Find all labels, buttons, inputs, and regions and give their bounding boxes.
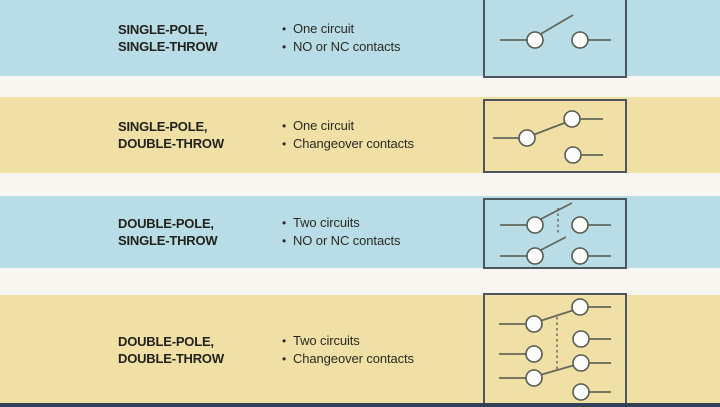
- bullet-icon: •: [282, 119, 287, 133]
- bullet-icon: •: [282, 137, 287, 151]
- bullet-text: Two circuits: [293, 215, 360, 230]
- row-bullets: • Two circuits • Changeover contacts: [282, 332, 414, 368]
- row-bullets: • One circuit • Changeover contacts: [282, 117, 414, 153]
- dpdt-switch-symbol-icon: [499, 298, 611, 401]
- row-title-line2: DOUBLE-THROW: [118, 136, 224, 151]
- row-title-line1: DOUBLE-POLE,: [118, 333, 214, 349]
- bullet-text: NO or NC contacts: [293, 233, 401, 248]
- bullet-icon: •: [282, 40, 287, 54]
- row-title: SINGLE-POLE, SINGLE-THROW: [118, 21, 282, 55]
- bullet-item: • Two circuits: [282, 332, 414, 350]
- bottom-border-bar: [0, 403, 720, 407]
- bullet-icon: •: [282, 22, 287, 36]
- bullet-item: • Two circuits: [282, 214, 400, 232]
- row-title: SINGLE-POLE, DOUBLE-THROW: [118, 118, 282, 152]
- spdt-symbol-box: [483, 99, 627, 173]
- bullet-text: Two circuits: [293, 332, 360, 348]
- bullet-item: • Changeover contacts: [282, 135, 414, 153]
- row-bullets: • Two circuits • NO or NC contacts: [282, 214, 400, 250]
- dpst-symbol-box: [483, 198, 627, 269]
- row-title-line1: DOUBLE-POLE,: [118, 216, 214, 231]
- dpdt-symbol-box: [483, 293, 627, 407]
- bullet-text: One circuit: [293, 21, 355, 36]
- spst-symbol-box: [483, 0, 627, 78]
- row-bullets: • One circuit • NO or NC contacts: [282, 20, 400, 56]
- spst-switch-symbol-icon: [500, 14, 611, 49]
- bullet-item: • One circuit: [282, 117, 414, 135]
- bullet-text: Changeover contacts: [293, 350, 414, 366]
- row-title-line2: SINGLE-THROW: [118, 233, 218, 248]
- bullet-item: • NO or NC contacts: [282, 232, 400, 250]
- bullet-item: • Changeover contacts: [282, 350, 414, 368]
- dpst-switch-symbol-icon: [500, 202, 611, 265]
- bullet-item: • NO or NC contacts: [282, 38, 400, 56]
- bullet-text: NO or NC contacts: [293, 39, 401, 54]
- row-title-line2: SINGLE-THROW: [118, 39, 218, 54]
- spdt-switch-symbol-icon: [493, 110, 603, 164]
- bullet-text: One circuit: [293, 118, 355, 133]
- row-title: DOUBLE-POLE, SINGLE-THROW: [118, 215, 282, 249]
- row-title: DOUBLE-POLE, DOUBLE-THROW: [118, 333, 282, 367]
- bullet-text: Changeover contacts: [293, 136, 414, 151]
- row-title-line1: SINGLE-POLE,: [118, 22, 208, 37]
- row-title-line2: DOUBLE-THROW: [118, 350, 224, 366]
- bullet-icon: •: [282, 333, 287, 348]
- bullet-item: • One circuit: [282, 20, 400, 38]
- bullet-icon: •: [282, 351, 287, 366]
- bullet-icon: •: [282, 234, 287, 248]
- row-title-line1: SINGLE-POLE,: [118, 119, 208, 134]
- bullet-icon: •: [282, 216, 287, 230]
